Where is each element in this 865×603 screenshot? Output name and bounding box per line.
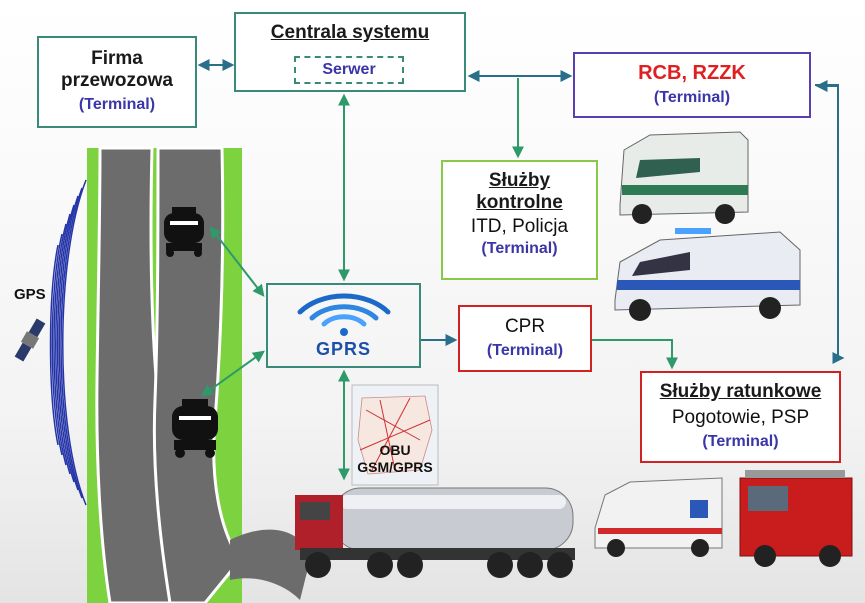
central-title: Centrala systemu [270, 22, 430, 43]
firma-line1: Firma [91, 48, 143, 69]
fire-truck-image [739, 470, 853, 567]
rcb-terminal: (Terminal) [653, 89, 731, 106]
tanker-icon-bottom [172, 399, 218, 458]
rcb-title: RCB, RZZK [638, 62, 746, 84]
line-rcb-ratunk [815, 84, 843, 359]
firma-terminal: (Terminal) [78, 96, 156, 113]
satellite-icon [14, 318, 46, 362]
gprs-box: GPRS [266, 283, 421, 368]
kontrol-line2: kontrolne [476, 192, 563, 213]
arrow-truck1-gprs [209, 226, 265, 297]
kontrol-line1: Służby [488, 170, 551, 191]
police-van-blue-image [614, 228, 801, 321]
police-van-green-image [619, 131, 749, 224]
ambulance-image [594, 477, 723, 557]
cpr-title: CPR [504, 316, 546, 337]
gps-signal [49, 179, 87, 506]
rcb-box: RCB, RZZK (Terminal) [573, 52, 811, 118]
ratunk-title: Służby ratunkowe [659, 381, 822, 402]
gprs-label: GPRS [315, 339, 371, 359]
kontrol-terminal: (Terminal) [481, 240, 558, 257]
ratunk-line2: Pogotowie, PSP [671, 407, 810, 428]
central-box: Centrala systemu Serwer [234, 12, 466, 92]
road-exit [230, 529, 310, 600]
wifi-icon [297, 293, 391, 336]
obu-line1: OBU [379, 442, 411, 458]
obu-label: OBU GSM/GPRS [352, 442, 438, 476]
ratunk-terminal: (Terminal) [702, 433, 779, 450]
tanker-icon-top [164, 207, 204, 257]
firma-line2: przewozowa [61, 70, 173, 91]
kontrol-line3: ITD, Policja [470, 216, 569, 237]
kontrol-box: Służby kontrolne ITD, Policja (Terminal) [441, 160, 598, 280]
server-label: Serwer [294, 56, 404, 84]
ratunk-box: Służby ratunkowe Pogotowie, PSP (Termina… [640, 371, 841, 463]
obu-line2: GSM/GPRS [357, 459, 433, 475]
arrow-cpr-ratunk [592, 339, 678, 370]
cpr-terminal: (Terminal) [486, 342, 564, 359]
firma-box: Firma przewozowa (Terminal) [37, 36, 197, 128]
obu-map-illustration [351, 384, 439, 486]
cpr-box: CPR (Terminal) [458, 305, 592, 372]
gps-label: GPS [14, 286, 46, 303]
arrow-truck2-gprs [201, 350, 265, 397]
tanker-truck-image [295, 487, 575, 578]
